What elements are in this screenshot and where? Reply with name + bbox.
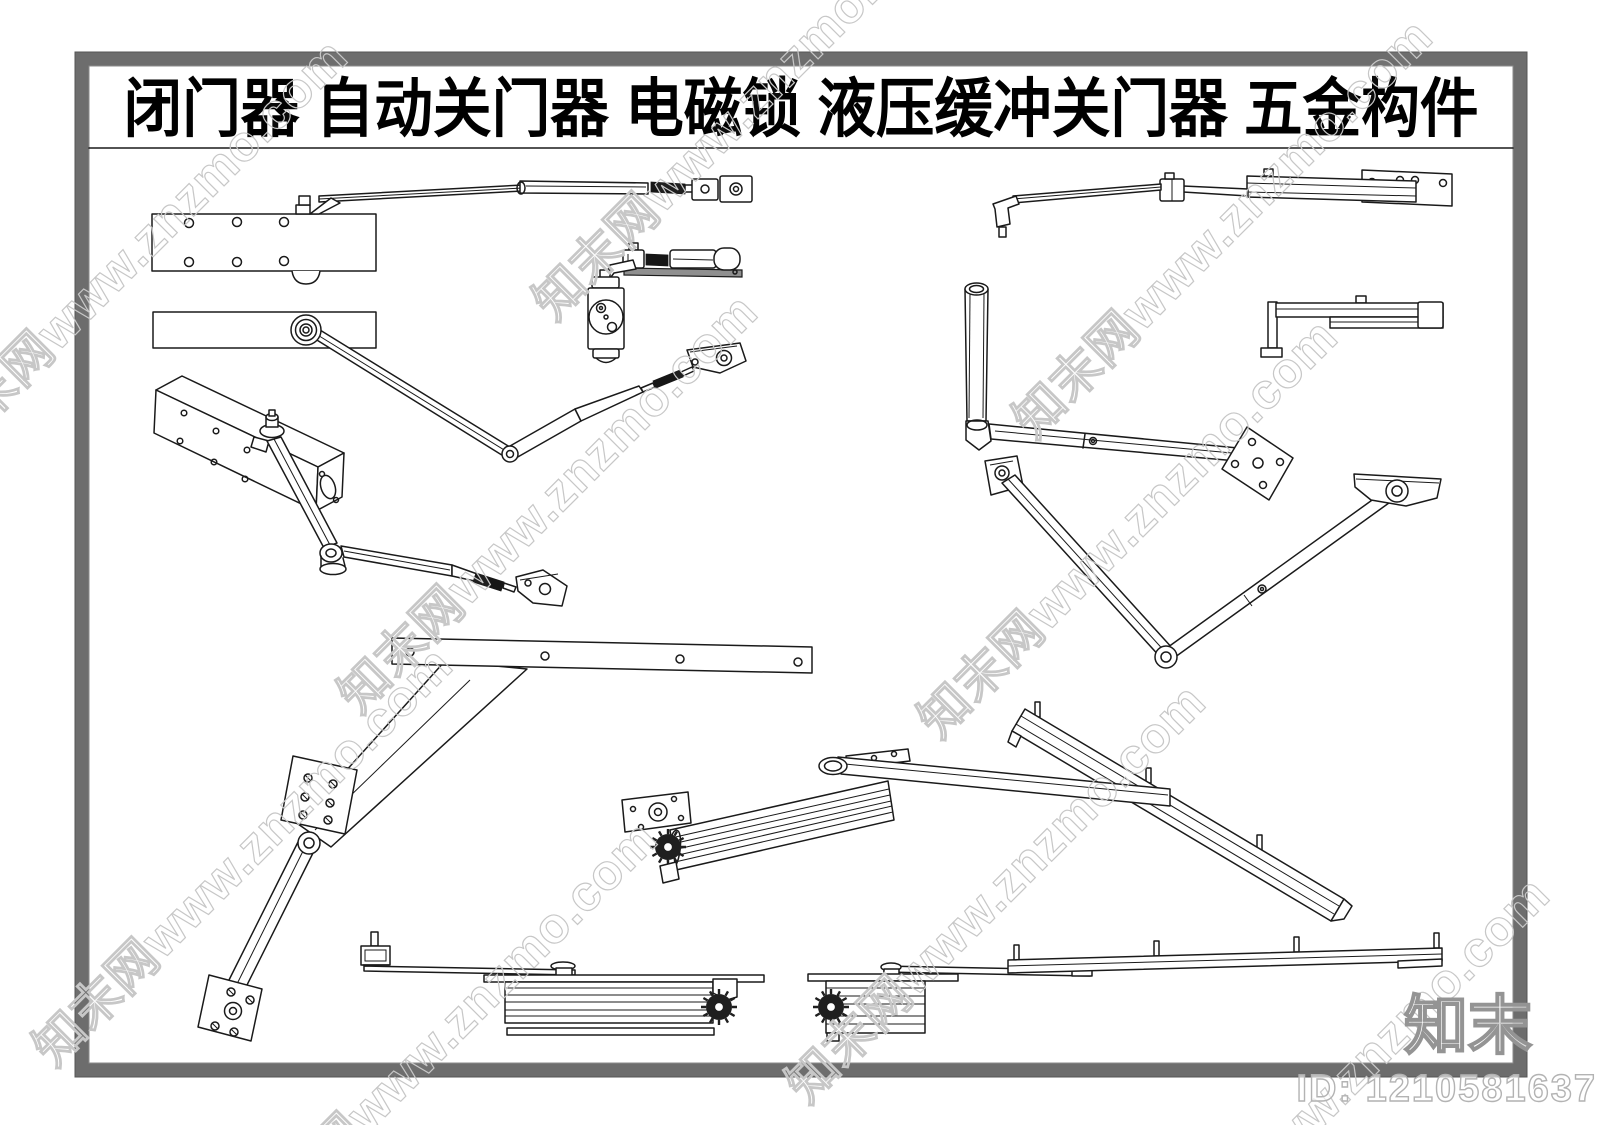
drawing-electromagnetic-lock [587,242,743,364]
znzmo-logo: 知末 [1404,990,1532,1062]
drawing-slide-arm-assembly [992,168,1453,238]
sheet-id-label: ID: 1210581637 [1296,1068,1597,1110]
drawing-scissor-arm-v [984,455,1442,669]
drawing-pin-rail [1007,932,1443,974]
drawing-cylinder-arm [964,282,1294,501]
drawing-door-closer-isometric [153,375,568,607]
drawing-scissor-arm-assembly [197,660,528,1042]
drawing-door-closer-top-view [151,175,753,285]
drawing-slide-rail-side-view [1260,295,1444,358]
drawing-mounting-rail-plate [391,637,813,674]
drawing-concealed-floor-closer-left [360,931,765,1036]
sheet-title: 闭门器 自动关门器 电磁锁 液压缓冲关门器 五金构件 [124,73,1479,145]
drawing-mounting-plate-arm [152,311,747,463]
drawing-slide-channel-rail [1007,701,1353,922]
drawing-hydraulic-buffer-closer [621,748,1171,884]
